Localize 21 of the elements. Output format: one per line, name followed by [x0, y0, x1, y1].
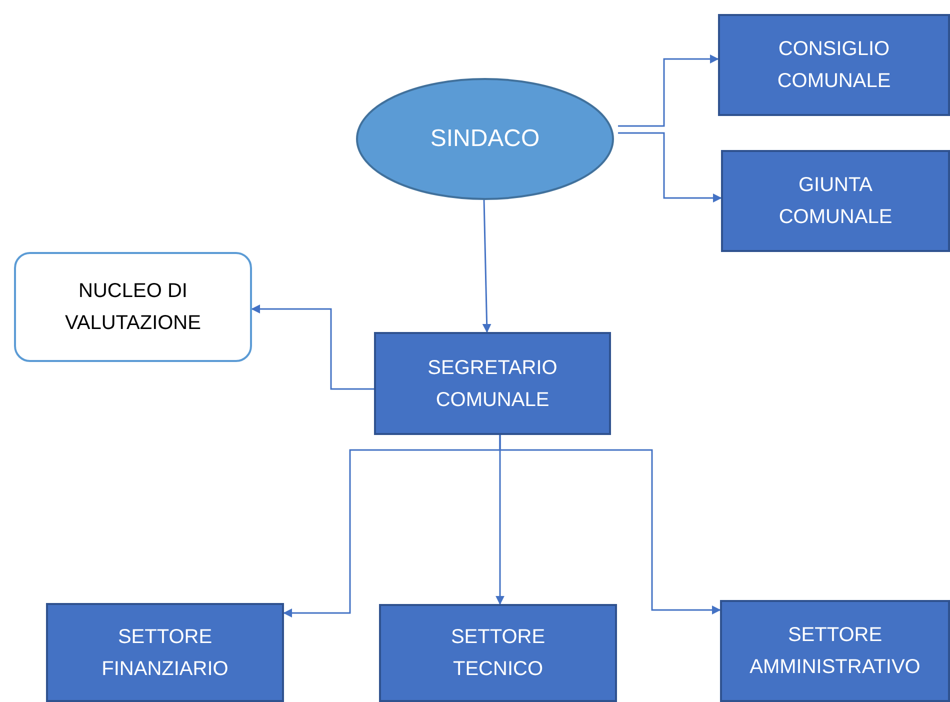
node-label: NUCLEO DI VALUTAZIONE — [64, 279, 202, 336]
node-label: GIUNTA COMUNALE — [778, 173, 894, 230]
arrow — [499, 435, 721, 614]
node-label: SEGRETARIO COMUNALE — [426, 356, 558, 412]
node-label: SETTORE FINANZIARIO — [100, 624, 230, 682]
ellipse-node — [356, 78, 614, 200]
node-label: CONSIGLIO COMUNALE — [776, 37, 892, 94]
process-box — [718, 14, 950, 116]
rounded-box — [14, 252, 252, 362]
node-label: SETTORE AMMINISTRATIVO — [748, 623, 922, 680]
process-box — [379, 604, 617, 702]
process-box — [46, 603, 284, 702]
node-label: SINDACO — [429, 124, 541, 154]
process-box — [720, 600, 950, 702]
process-box — [721, 150, 950, 252]
process-box — [374, 332, 611, 435]
arrow — [618, 132, 722, 202]
arrow — [618, 54, 719, 127]
arrow — [251, 304, 374, 390]
arrow — [482, 200, 492, 333]
node-label: SETTORE TECNICO — [450, 625, 546, 682]
